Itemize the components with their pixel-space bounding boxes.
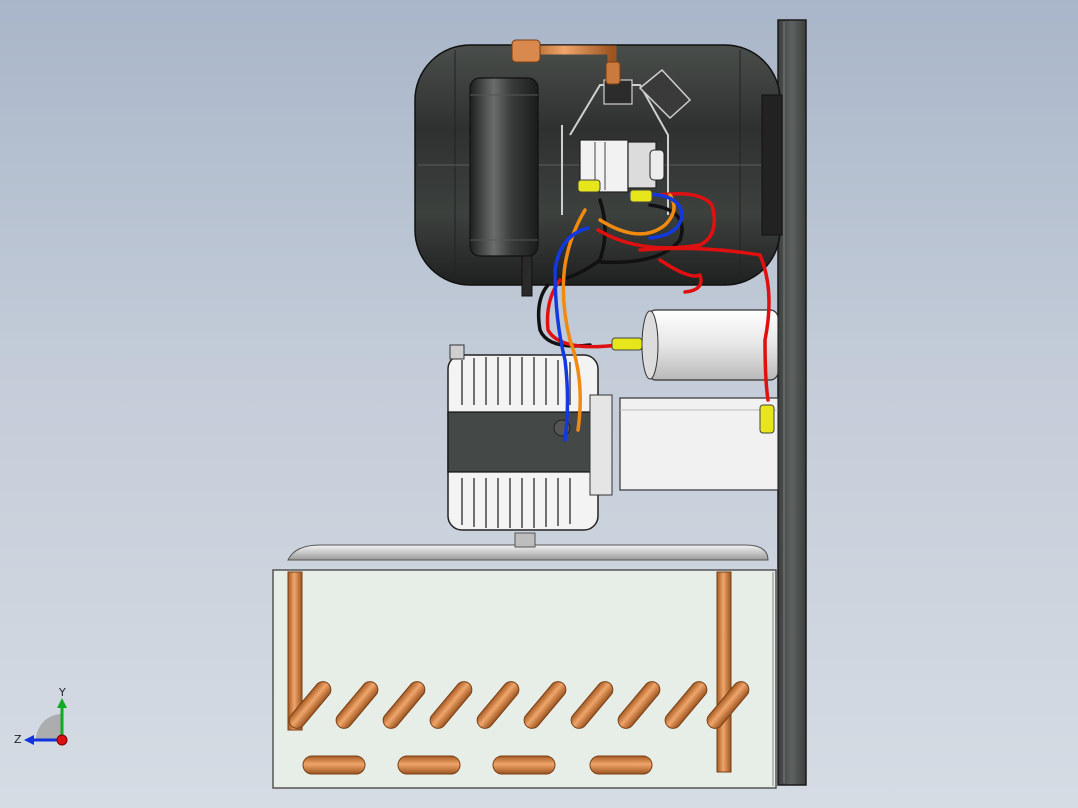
mounting-panel[interactable] xyxy=(777,19,807,786)
fan-motor[interactable] xyxy=(447,344,613,531)
mounting-bracket xyxy=(561,84,669,215)
start-capacitor[interactable] xyxy=(469,77,539,297)
discharge-tube[interactable] xyxy=(511,39,621,85)
compressor[interactable] xyxy=(414,39,783,297)
wiring-harness[interactable] xyxy=(536,192,771,442)
run-capacitor[interactable] xyxy=(641,309,779,381)
electrical-box[interactable] xyxy=(619,397,779,491)
condenser-coil[interactable] xyxy=(272,569,777,789)
wire-red xyxy=(545,192,771,402)
wire-connectors[interactable] xyxy=(577,179,775,434)
fan-guard-plate xyxy=(287,532,769,561)
wire-blue xyxy=(553,192,684,442)
coordinate-triad: Y Z xyxy=(14,686,68,746)
wire-orange xyxy=(561,193,676,432)
z-axis-label: Z xyxy=(14,733,22,746)
y-axis-label: Y xyxy=(58,686,66,699)
